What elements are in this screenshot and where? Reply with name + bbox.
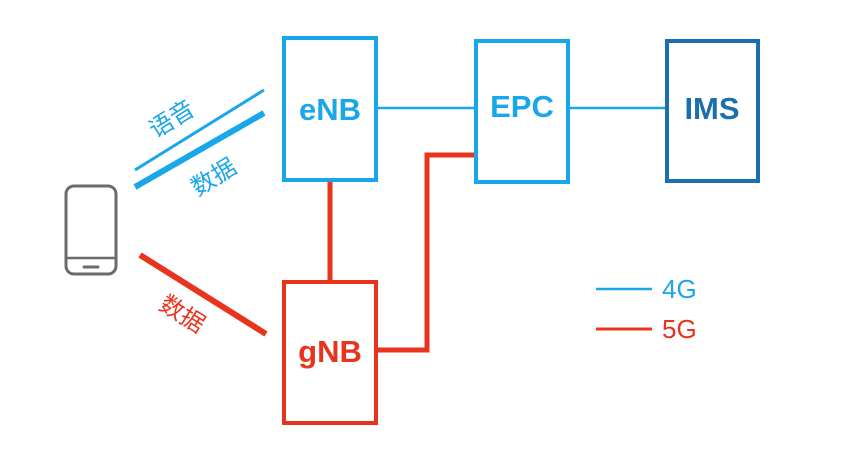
nr-data-link (138, 252, 268, 337)
epc-label: EPC (490, 89, 554, 124)
legend-4g-label: 4G (662, 274, 697, 304)
smartphone-icon (64, 184, 118, 276)
legend-5g-label: 5G (662, 314, 697, 344)
gnb-node: gNB (282, 280, 378, 425)
lte-data-link (133, 110, 266, 190)
epc-box (474, 39, 570, 184)
epc-node: EPC (474, 39, 570, 184)
enb-box (282, 36, 378, 182)
phone-body (64, 184, 118, 276)
gnb-box (282, 280, 378, 425)
ims-label: IMS (684, 91, 739, 126)
ims-node: IMS (665, 39, 760, 183)
lte-data-label: 数据 (186, 153, 242, 202)
gnb-epc-link (376, 152, 476, 353)
legend: 4G 5G (596, 274, 697, 344)
lte-voice-link (134, 88, 265, 172)
enb-label: eNB (299, 92, 361, 127)
ims-box (665, 39, 760, 183)
gnb-label: gNB (298, 334, 362, 369)
enb-node: eNB (282, 36, 378, 182)
